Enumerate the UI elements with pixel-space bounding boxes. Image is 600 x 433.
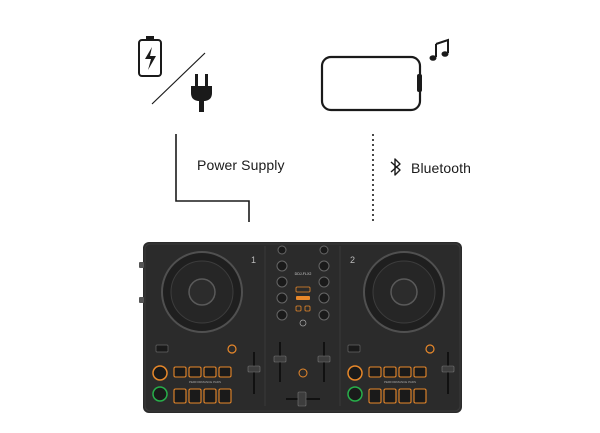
- performance-pads-right: [368, 366, 427, 404]
- music-note-icon: [429, 38, 449, 61]
- divider-slash: [151, 52, 206, 105]
- performance-pad-left: [218, 388, 232, 404]
- performance-pad-right: [383, 366, 397, 378]
- smartphone-icon: [320, 55, 422, 112]
- channel-faders: [273, 342, 331, 382]
- performance-pad-right: [413, 366, 427, 378]
- performance-pad-left: [218, 366, 232, 378]
- play-button-right: [347, 386, 363, 402]
- performance-pad-left: [203, 366, 217, 378]
- tempo-sliders: [247, 352, 455, 394]
- performance-pad-left: [173, 388, 187, 404]
- deck-number-left: 1: [251, 255, 256, 265]
- cue-button-left: [152, 365, 168, 381]
- power-supply-label: Power Supply: [197, 157, 285, 173]
- play-button-left: [152, 386, 168, 402]
- performance-pad-right: [398, 388, 412, 404]
- performance-pad-right: [368, 366, 382, 378]
- performance-pad-right: [383, 388, 397, 404]
- crossfader: [286, 391, 320, 407]
- pads-caption-left: PERFORMANCE PADS: [189, 380, 221, 384]
- performance-pads-left: [173, 366, 232, 404]
- bluetooth-icon: [390, 158, 401, 176]
- bluetooth-label: Bluetooth: [411, 160, 472, 176]
- dj-controller: 1 2 DDJ-FLX2: [139, 242, 462, 413]
- performance-pad-left: [203, 388, 217, 404]
- cue-button-right: [347, 365, 363, 381]
- performance-pad-left: [188, 388, 202, 404]
- battery-icon: [138, 36, 162, 77]
- performance-pad-right: [368, 388, 382, 404]
- performance-pad-left: [188, 366, 202, 378]
- power-cable: [175, 134, 250, 222]
- pads-caption-right: PERFORMANCE PADS: [384, 380, 416, 384]
- performance-pad-left: [173, 366, 187, 378]
- performance-pad-right: [413, 388, 427, 404]
- right-jog-wheel: [363, 251, 445, 333]
- power-plug-icon: [191, 74, 212, 112]
- brand-label: DDJ-FLX2: [295, 272, 312, 276]
- performance-pad-right: [398, 366, 412, 378]
- left-jog-wheel: [161, 251, 243, 333]
- mixer-knobs: [276, 245, 330, 321]
- deck-number-right: 2: [350, 255, 355, 265]
